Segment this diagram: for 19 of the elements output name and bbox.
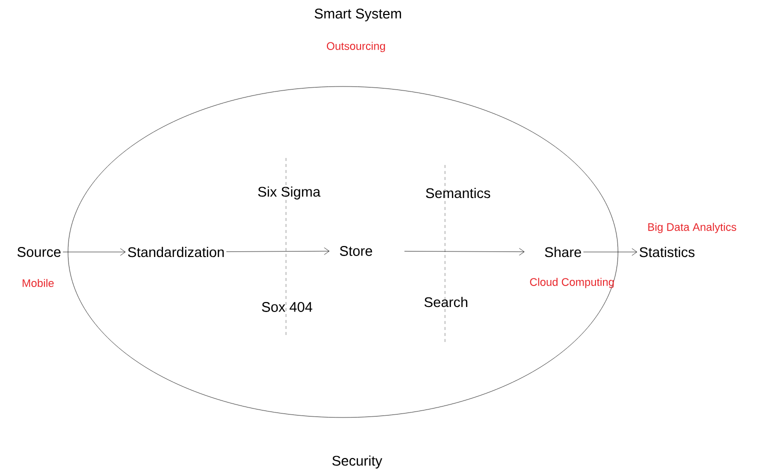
- node-text: Share: [544, 246, 582, 258]
- label: Sox 404: [262, 302, 312, 312]
- arrow: [226, 247, 330, 255]
- label: Six Sigma: [258, 186, 320, 200]
- label: Mobile: [22, 278, 54, 288]
- arrow: [583, 248, 638, 256]
- label: Big Data Analytics: [648, 222, 736, 234]
- node-text: Statistics: [640, 246, 694, 258]
- label: Smart System: [314, 8, 402, 22]
- label: Security: [332, 455, 382, 468]
- node-text: Source: [17, 247, 61, 257]
- node-text: Store: [340, 246, 372, 256]
- ellipse-outline: [68, 86, 618, 418]
- arrow: [62, 248, 126, 256]
- arrow: [404, 248, 524, 256]
- node-text: Standardization: [128, 246, 224, 258]
- label: Search: [424, 296, 468, 308]
- label: Outsourcing: [326, 42, 385, 52]
- label: Semantics: [426, 188, 490, 198]
